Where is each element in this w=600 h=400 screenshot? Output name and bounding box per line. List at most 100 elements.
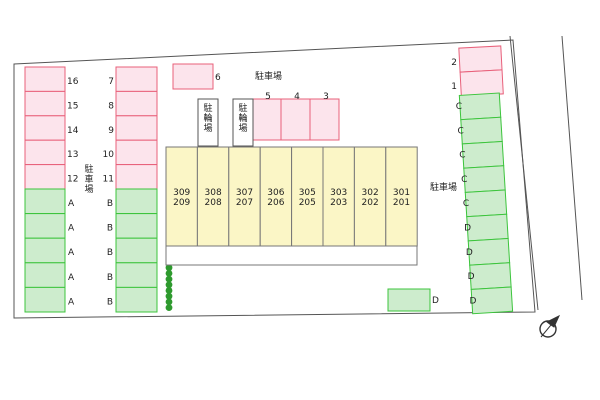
- spot-letter: A: [68, 199, 75, 209]
- parking-spot-green: [24, 237, 66, 264]
- parking-area-label-right: 駐車場: [430, 181, 457, 193]
- parking-spot-green: [387, 288, 431, 312]
- spot-number: 13: [67, 150, 78, 160]
- spot-letter: B: [107, 224, 113, 234]
- spot-letter: A: [68, 248, 75, 258]
- spot-number: 12: [67, 175, 78, 185]
- parking-spot-green: [115, 188, 158, 215]
- spot-number: 3: [323, 92, 329, 102]
- parking-spot-pink: [24, 90, 66, 117]
- hedge-shrub: [165, 298, 173, 306]
- spot-number: 5: [265, 92, 271, 102]
- apartment-unit: [353, 146, 387, 247]
- hedge-shrub: [165, 275, 173, 283]
- parking-spot-pink: [115, 115, 158, 141]
- hedge-shrub: [165, 264, 173, 272]
- north-arrow-icon: [539, 314, 561, 338]
- svg-text:場: 場: [84, 183, 93, 195]
- apartment-unit: [165, 146, 198, 247]
- spot-number: 1: [451, 82, 457, 92]
- spot-letter: D: [464, 224, 471, 234]
- road-line-right: [561, 35, 583, 301]
- svg-text:輪: 輪: [238, 112, 247, 124]
- parking-spot-pink: [24, 139, 66, 166]
- parking-spot-pink: [458, 45, 503, 73]
- svg-text:場: 場: [238, 122, 247, 134]
- svg-text:輪: 輪: [203, 112, 212, 124]
- road-line-left: [509, 35, 539, 311]
- spot-letter: B: [107, 297, 113, 307]
- parking-spot-pink: [115, 139, 158, 166]
- parking-spot-green: [467, 237, 511, 266]
- unit-number-lower: 206: [267, 198, 284, 208]
- spot-letter: A: [68, 224, 75, 234]
- spot-number: 16: [67, 77, 79, 87]
- svg-text:駐: 駐: [238, 102, 247, 114]
- unit-number-upper: 306: [267, 188, 284, 198]
- spot-letter: C: [463, 199, 469, 209]
- bicycle-parking-label: 駐輪場: [238, 102, 247, 134]
- unit-number-lower: 203: [330, 198, 347, 208]
- parking-spot-green: [461, 140, 505, 169]
- spot-letter: D: [466, 248, 473, 258]
- spot-number: 4: [294, 92, 300, 102]
- apartment-unit: [228, 146, 261, 247]
- unit-number-lower: 207: [236, 198, 253, 208]
- unit-number-lower: 201: [393, 198, 410, 208]
- spot-letter: D: [468, 272, 475, 282]
- spot-letter: D: [469, 296, 476, 306]
- spot-letter: C: [456, 102, 462, 112]
- apartment-unit: [385, 146, 418, 247]
- parking-spot-green: [24, 286, 66, 313]
- spot-letter: A: [68, 297, 75, 307]
- parking-spot-green: [463, 165, 506, 193]
- spot-letter: C: [458, 126, 464, 136]
- spot-number: 10: [103, 150, 115, 160]
- spot-number: 15: [67, 101, 78, 111]
- spot-letter: C: [459, 151, 465, 161]
- apartment-building: [165, 146, 418, 266]
- unit-number-upper: 302: [362, 188, 379, 198]
- svg-text:場: 場: [203, 122, 212, 134]
- spot-number: 8: [108, 101, 114, 111]
- spot-number: 6: [215, 73, 221, 83]
- parking-spot-pink: [24, 66, 66, 92]
- unit-number-upper: 309: [173, 188, 190, 198]
- spot-letter: B: [107, 248, 113, 258]
- hedge-shrub: [165, 292, 173, 300]
- parking-spot-green: [464, 189, 508, 218]
- unit-number-lower: 208: [205, 198, 222, 208]
- hedge-shrub: [165, 270, 173, 277]
- spot-number: 2: [451, 58, 457, 68]
- hedge-shrub: [165, 287, 173, 294]
- parking-spot-green: [458, 92, 502, 121]
- parking-spot-green: [115, 237, 158, 264]
- spot-letter: A: [68, 273, 75, 283]
- building-outline: [165, 245, 418, 266]
- spot-number: 11: [103, 175, 114, 185]
- spot-letter: C: [461, 175, 467, 185]
- hedge-shrub: [165, 281, 173, 289]
- parking-area-label-top: 駐車場: [255, 70, 282, 82]
- parking-spot-green: [24, 262, 66, 288]
- parking-spot-pink: [251, 98, 282, 141]
- spot-number: 7: [108, 77, 114, 87]
- hedge-shrub: [165, 304, 173, 311]
- parking-spot-green: [460, 116, 503, 145]
- unit-number-lower: 205: [299, 198, 316, 208]
- unit-number-lower: 209: [173, 198, 190, 208]
- parking-spot-green: [115, 262, 158, 288]
- unit-number-upper: 305: [299, 188, 316, 198]
- bicycle-parking-label: 駐輪場: [203, 102, 212, 134]
- spot-number: 14: [67, 126, 79, 136]
- unit-number-upper: 308: [205, 188, 222, 198]
- lot-boundary: [13, 39, 536, 319]
- apartment-unit: [322, 146, 355, 247]
- bicycle-parking: [232, 98, 254, 147]
- parking-spot-green: [24, 188, 66, 215]
- spot-letter: B: [107, 273, 113, 283]
- parking-spot-green: [470, 286, 514, 315]
- parking-spot-pink: [115, 66, 158, 92]
